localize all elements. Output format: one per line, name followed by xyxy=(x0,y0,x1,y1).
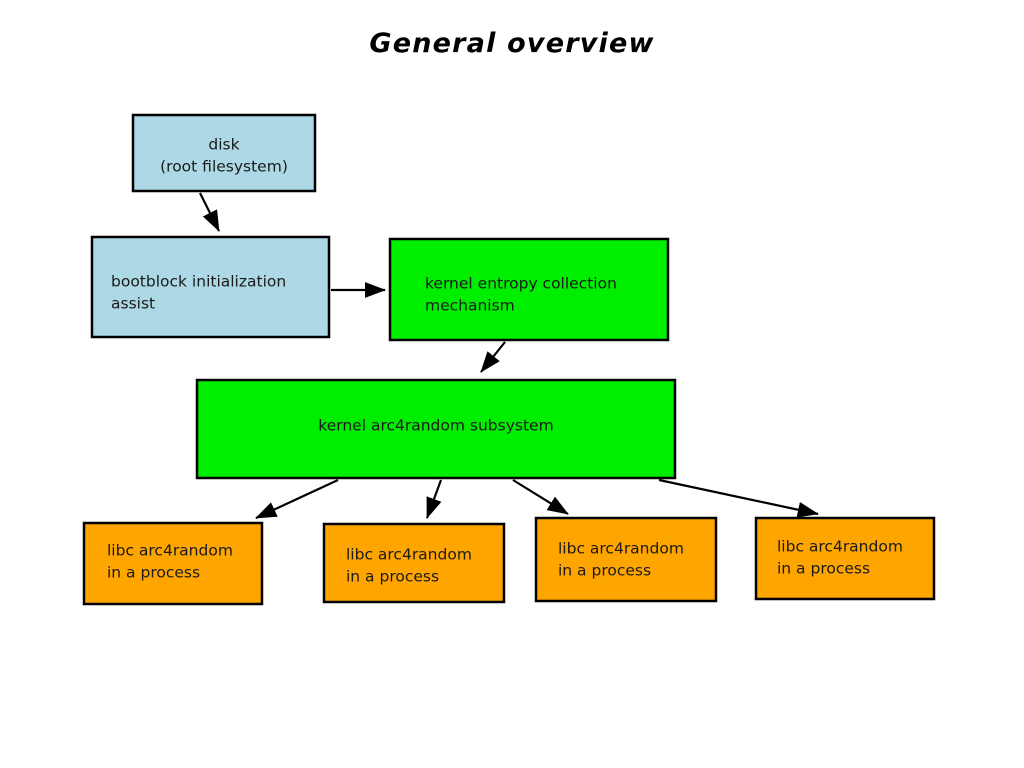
node-kernel-entropy-label-line2: mechanism xyxy=(425,297,515,315)
node-kernel-entropy-box[interactable] xyxy=(388,237,670,342)
node-libc-process-2[interactable]: libc arc4random in a process xyxy=(322,522,506,604)
node-libc-process-3-label-line1: libc arc4random xyxy=(558,540,684,558)
edge-entropy-to-subsystem xyxy=(480,341,506,373)
node-kernel-arc4random-subsystem-label: kernel arc4random subsystem xyxy=(318,417,553,435)
node-kernel-entropy-label-line1: kernel entropy collection xyxy=(425,275,617,293)
node-libc-process-1-label-line2: in a process xyxy=(107,564,200,582)
node-disk-label-line1: disk xyxy=(208,136,239,154)
node-libc-process-3-box[interactable] xyxy=(534,516,718,603)
node-kernel-arc4random-subsystem[interactable]: kernel arc4random subsystem xyxy=(195,378,677,480)
edge-layer xyxy=(199,192,819,519)
node-libc-process-1-label-line1: libc arc4random xyxy=(107,542,233,560)
edge-subsystem-to-libc4 xyxy=(658,478,819,518)
node-libc-process-2-box[interactable] xyxy=(322,522,506,604)
page-title: General overview xyxy=(369,28,654,59)
node-libc-process-3-label-line2: in a process xyxy=(558,562,651,580)
node-libc-process-4-label-line1: libc arc4random xyxy=(777,538,903,556)
node-bootblock-label-line1: bootblock initialization xyxy=(111,273,286,291)
edge-subsystem-to-libc1 xyxy=(255,479,339,519)
node-libc-process-1-box[interactable] xyxy=(82,521,264,606)
node-kernel-arc4random-subsystem-box[interactable] xyxy=(195,378,677,480)
node-disk-label-line2: (root filesystem) xyxy=(160,158,288,176)
node-libc-process-2-label-line2: in a process xyxy=(346,568,439,586)
node-disk[interactable]: disk (root filesystem) xyxy=(131,113,317,193)
node-libc-process-4-label-line2: in a process xyxy=(777,560,870,578)
node-libc-process-2-label-line1: libc arc4random xyxy=(346,546,472,564)
node-kernel-entropy[interactable]: kernel entropy collection mechanism xyxy=(388,237,670,342)
edge-subsystem-to-libc3 xyxy=(512,479,569,515)
node-libc-process-3[interactable]: libc arc4random in a process xyxy=(534,516,718,603)
node-libc-process-4-box[interactable] xyxy=(754,516,936,601)
node-disk-box[interactable] xyxy=(131,113,317,193)
node-bootblock-box[interactable] xyxy=(90,235,331,339)
node-bootblock[interactable]: bootblock initialization assist xyxy=(90,235,331,339)
node-libc-process-4[interactable]: libc arc4random in a process xyxy=(754,516,936,601)
edge-disk-to-bootblock xyxy=(199,192,220,232)
node-libc-process-1[interactable]: libc arc4random in a process xyxy=(82,521,264,606)
edge-subsystem-to-libc2 xyxy=(425,479,443,519)
node-bootblock-label-line2: assist xyxy=(111,295,155,313)
